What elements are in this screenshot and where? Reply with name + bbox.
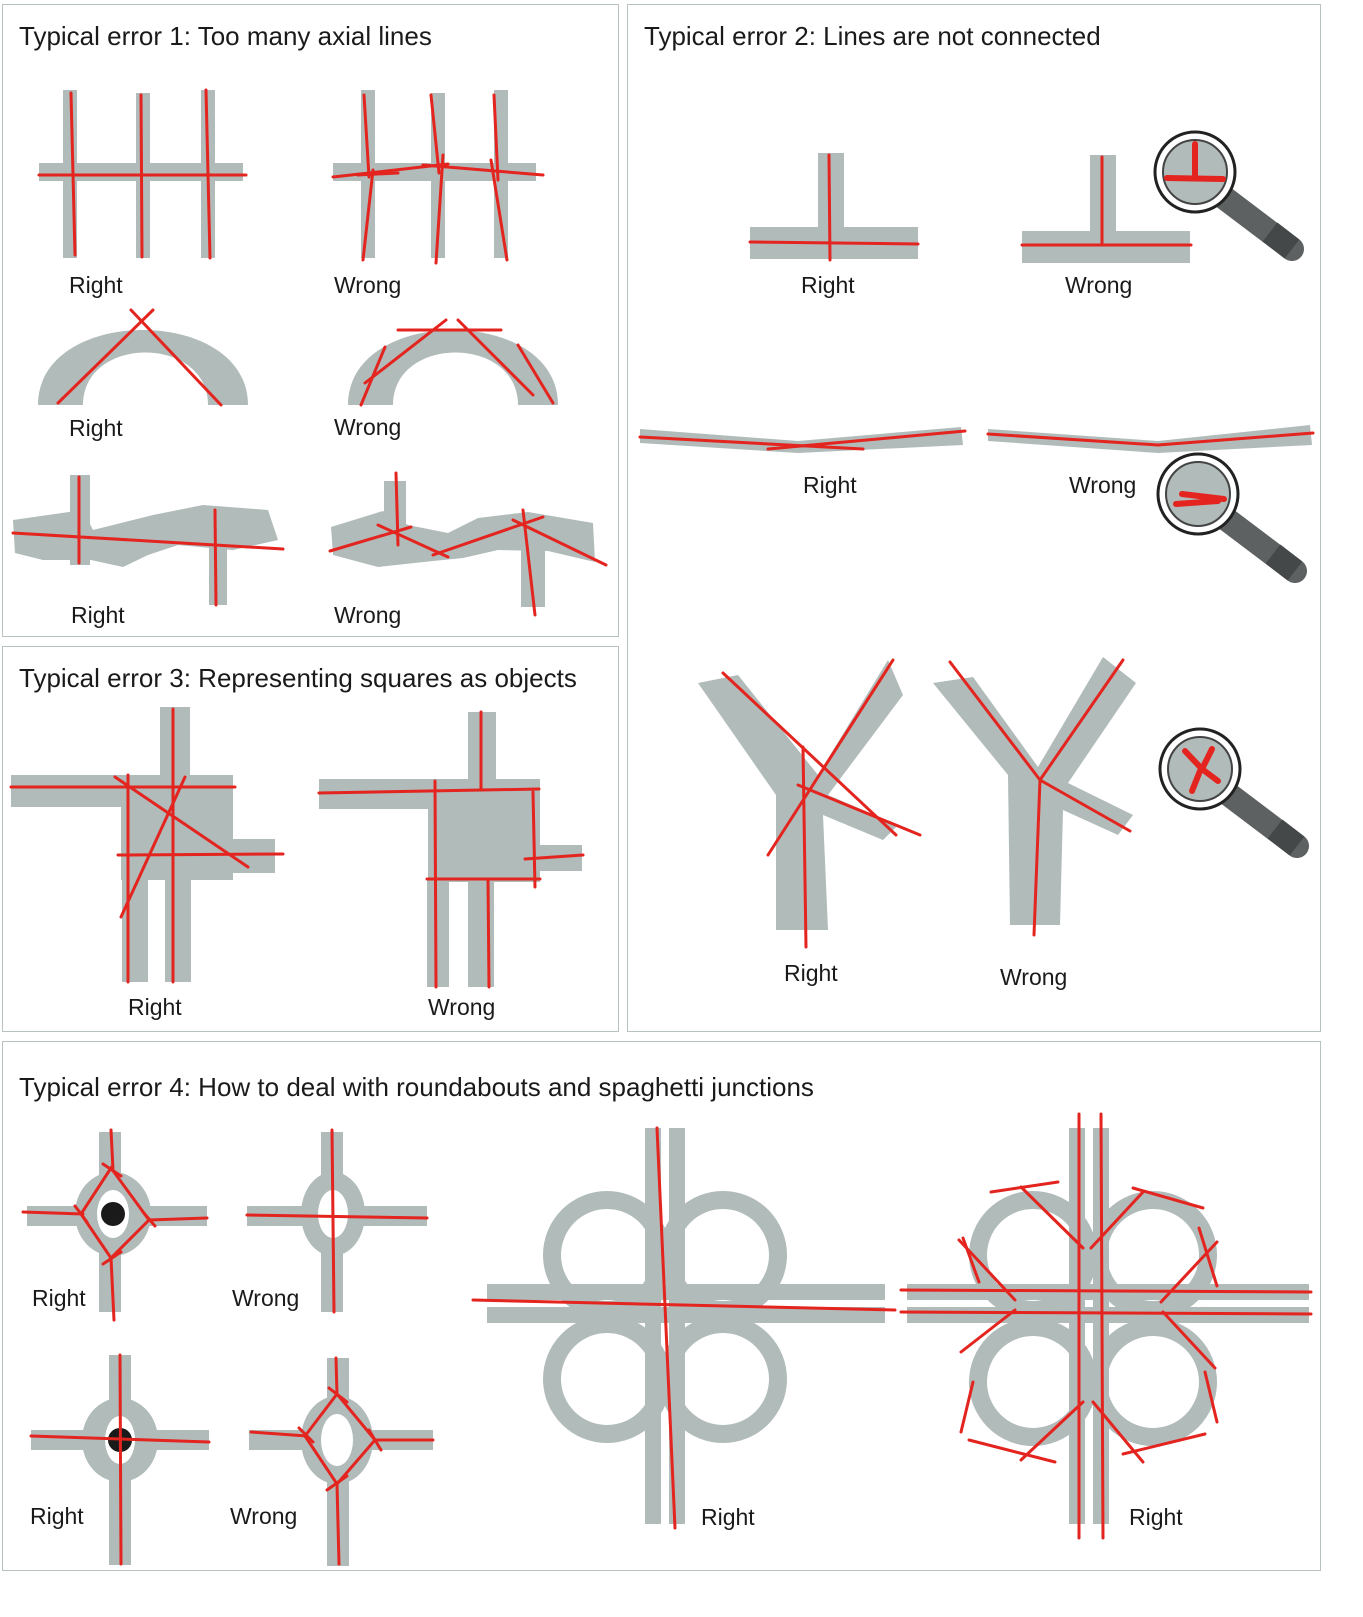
label-winding-wrong: Wrong bbox=[334, 602, 402, 628]
square-wrong-figure bbox=[317, 710, 585, 989]
magnifier-icon bbox=[1156, 452, 1307, 583]
label-cloverleaf-right: Right bbox=[701, 1504, 755, 1530]
label-t-wrong: Wrong bbox=[1065, 272, 1133, 298]
roundabout-right-figure-2 bbox=[29, 1353, 211, 1566]
panel-1-diagram bbox=[11, 88, 608, 617]
label-square-right: Right bbox=[128, 994, 182, 1020]
label-roundabout-wrong-2: Wrong bbox=[230, 1503, 298, 1529]
y-junction-right-figure bbox=[698, 658, 922, 949]
straight-road-wrong-figure bbox=[986, 425, 1315, 453]
label-grid-right: Right bbox=[69, 272, 123, 298]
label-cloverleaf-detailed-right: Right bbox=[1129, 1504, 1183, 1530]
panel-error-3: Typical error 3: Representing squares as… bbox=[2, 646, 619, 1032]
panel-3-diagram bbox=[9, 707, 585, 989]
winding-right-figure bbox=[11, 475, 285, 607]
cloverleaf-detailed-right-figure bbox=[899, 1112, 1313, 1540]
t-junction-right-figure bbox=[748, 153, 920, 262]
label-y-right: Right bbox=[784, 960, 838, 986]
panel-1-title: Typical error 1: Too many axial lines bbox=[19, 21, 432, 51]
label-arch-right: Right bbox=[69, 415, 123, 441]
arch-right-figure bbox=[38, 308, 248, 407]
arch-wrong-figure bbox=[348, 318, 558, 407]
grid-right-figure bbox=[37, 88, 248, 260]
label-roundabout-wrong-1: Wrong bbox=[232, 1285, 300, 1311]
label-straight-wrong: Wrong bbox=[1069, 472, 1137, 498]
magnifier-icon bbox=[1153, 130, 1304, 261]
square-right-figure bbox=[9, 707, 285, 984]
winding-wrong-figure bbox=[328, 471, 608, 617]
label-t-right: Right bbox=[801, 272, 855, 298]
panel-2-diagram bbox=[638, 130, 1315, 949]
panel-error-1: Typical error 1: Too many axial lines bbox=[2, 4, 619, 637]
label-y-wrong: Wrong bbox=[1000, 964, 1068, 990]
panel-4-title: Typical error 4: How to deal with rounda… bbox=[19, 1072, 814, 1102]
panel-3-title: Typical error 3: Representing squares as… bbox=[19, 663, 577, 693]
y-junction-wrong-figure bbox=[933, 657, 1136, 937]
label-straight-right: Right bbox=[803, 472, 857, 498]
panel-4-diagram bbox=[21, 1112, 1313, 1566]
grid-wrong-figure bbox=[331, 90, 545, 265]
label-winding-right: Right bbox=[71, 602, 125, 628]
panel-2-title: Typical error 2: Lines are not connected bbox=[644, 21, 1101, 51]
label-roundabout-right-1: Right bbox=[32, 1285, 86, 1311]
straight-road-right-figure bbox=[638, 427, 967, 453]
roundabout-wrong-figure-1 bbox=[245, 1128, 429, 1314]
label-grid-wrong: Wrong bbox=[334, 272, 402, 298]
cloverleaf-right-figure bbox=[471, 1126, 897, 1530]
roundabout-wrong-figure-2 bbox=[249, 1356, 435, 1566]
roundabout-island-icon bbox=[101, 1202, 125, 1226]
t-junction-wrong-figure bbox=[1020, 155, 1193, 263]
magnifier-icon bbox=[1158, 727, 1309, 858]
panel-error-2: Typical error 2: Lines are not connected bbox=[627, 4, 1321, 1032]
label-roundabout-right-2: Right bbox=[30, 1503, 84, 1529]
roundabout-right-figure-1 bbox=[21, 1128, 209, 1322]
panel-error-4: Typical error 4: How to deal with rounda… bbox=[2, 1041, 1321, 1571]
label-square-wrong: Wrong bbox=[428, 994, 496, 1020]
label-arch-wrong: Wrong bbox=[334, 414, 402, 440]
